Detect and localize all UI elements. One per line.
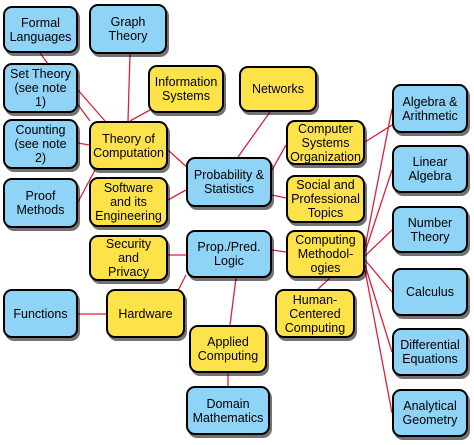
- connector-line: [364, 269, 393, 414]
- connector-line: [364, 259, 393, 293]
- node-human-centered-computing[interactable]: Human- Centered Computing: [275, 289, 355, 338]
- node-differential-equations[interactable]: Differential Equations: [392, 328, 468, 376]
- node-domain-mathematics[interactable]: Domain Mathematics: [186, 386, 270, 435]
- node-social-professional-topics[interactable]: Social and Professional Topics: [286, 175, 365, 223]
- node-prop-pred-logic[interactable]: Prop./Pred. Logic: [186, 230, 272, 278]
- node-computer-systems-organization[interactable]: Computer Systems Organization: [286, 120, 365, 165]
- connector-line: [237, 111, 271, 158]
- node-formal-languages[interactable]: Formal Languages: [3, 6, 78, 53]
- node-set-theory[interactable]: Set Theory (see note 1): [3, 63, 78, 113]
- node-computing-methodologies[interactable]: Computing Methodol- ogies: [286, 230, 365, 278]
- connector-line: [364, 108, 393, 248]
- connector-line: [229, 277, 237, 326]
- connector-line: [364, 169, 393, 253]
- node-theory-of-computation[interactable]: Theory of Computation: [89, 121, 168, 170]
- node-number-theory[interactable]: Number Theory: [392, 206, 468, 253]
- node-analytical-geometry[interactable]: Analytical Geometry: [392, 389, 468, 437]
- node-proof-methods[interactable]: Proof Methods: [3, 178, 78, 228]
- connector-line: [271, 144, 287, 171]
- connector-line: [167, 189, 187, 201]
- connector-line: [317, 277, 331, 290]
- connector-line: [127, 53, 131, 122]
- node-linear-algebra[interactable]: Linear Algebra: [392, 145, 468, 193]
- connector-line: [271, 249, 287, 253]
- node-hardware[interactable]: Hardware: [106, 289, 185, 338]
- node-information-systems[interactable]: Information Systems: [148, 65, 224, 113]
- node-probability-statistics[interactable]: Probability & Statistics: [186, 157, 272, 207]
- node-algebra-arithmetic[interactable]: Algebra & Arithmetic: [392, 84, 468, 133]
- node-software-engineering[interactable]: Software and its Engineering: [89, 177, 168, 227]
- node-graph-theory[interactable]: Graph Theory: [89, 4, 167, 54]
- connector-line: [364, 124, 393, 143]
- node-calculus[interactable]: Calculus: [392, 268, 468, 316]
- connector-line: [77, 169, 96, 203]
- connector-line: [271, 194, 287, 199]
- connector-line: [364, 229, 393, 257]
- node-security-privacy[interactable]: Security and Privacy: [89, 235, 168, 281]
- node-functions[interactable]: Functions: [3, 289, 78, 338]
- node-applied-computing[interactable]: Applied Computing: [189, 325, 267, 373]
- connector-line: [364, 264, 393, 353]
- node-counting[interactable]: Counting (see note 2): [3, 119, 78, 169]
- connector-line: [77, 89, 106, 122]
- node-networks[interactable]: Networks: [239, 66, 317, 112]
- connector-line: [77, 142, 90, 146]
